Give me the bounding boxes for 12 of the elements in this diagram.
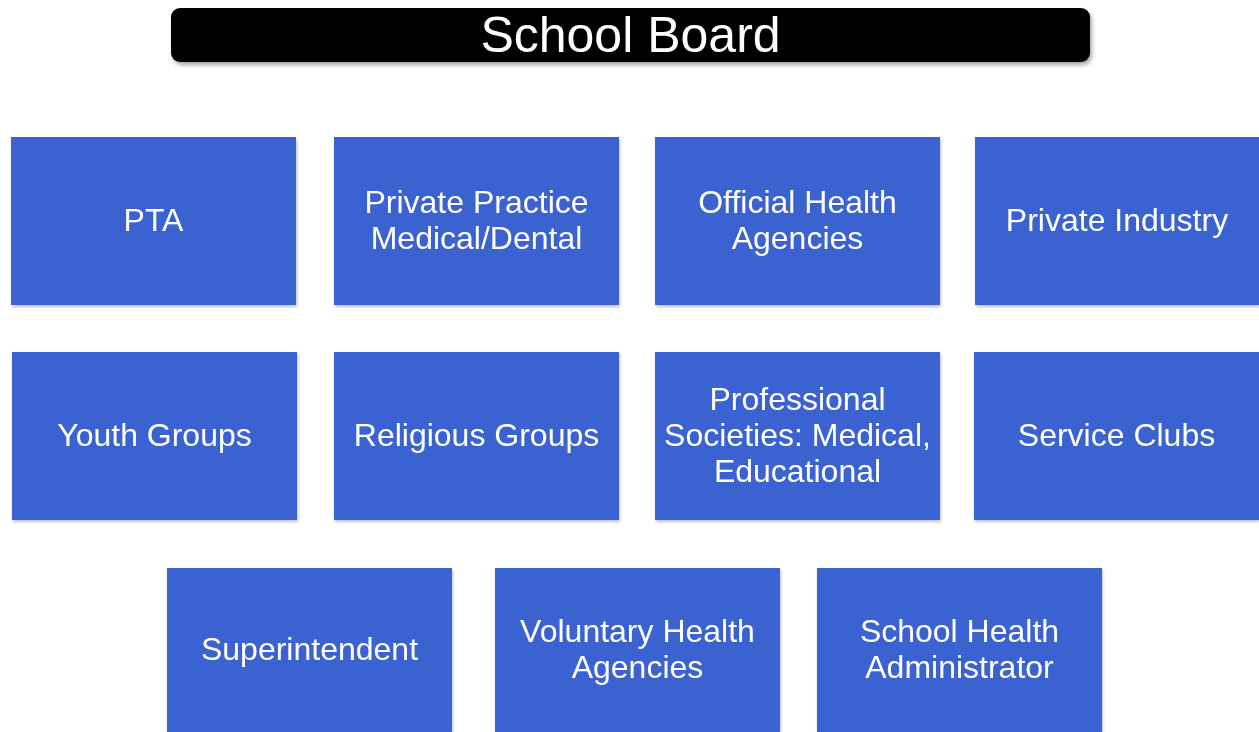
org-box: PTA <box>11 137 296 305</box>
org-box: School Health Administrator <box>817 568 1102 732</box>
org-box: Service Clubs <box>974 352 1259 520</box>
org-box: Voluntary Health Agencies <box>495 568 780 732</box>
org-box: Private Industry <box>975 137 1259 305</box>
org-box: Superintendent <box>167 568 452 732</box>
org-box: Religious Groups <box>334 352 619 520</box>
org-box: Professional Societies: Medical, Educational <box>655 352 940 520</box>
title-banner: School Board <box>171 8 1090 62</box>
org-box: Private Practice Medical/Dental <box>334 137 619 305</box>
org-box: Official Health Agencies <box>655 137 940 305</box>
org-box: Youth Groups <box>12 352 297 520</box>
